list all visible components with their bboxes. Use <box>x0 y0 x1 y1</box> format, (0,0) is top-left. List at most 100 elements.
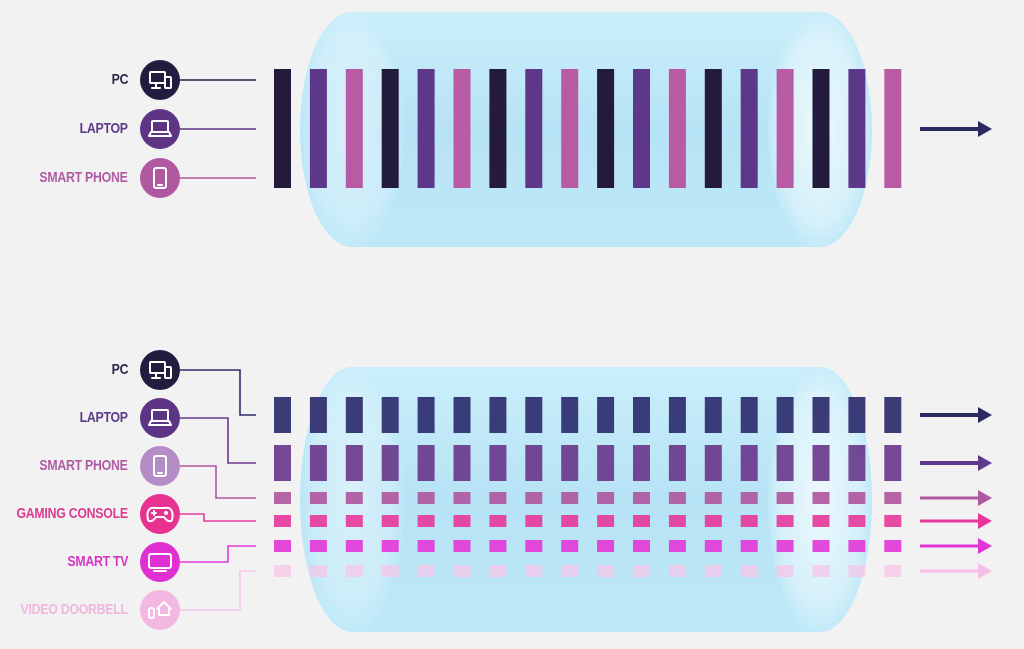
stream-packet <box>597 565 615 577</box>
packet-bar <box>704 69 722 188</box>
stream-packet <box>489 397 507 433</box>
bottom-device-5 <box>140 590 180 630</box>
stream-packet <box>812 515 830 527</box>
packet-bar <box>668 69 686 188</box>
stream-packet <box>740 540 758 552</box>
stream-packet <box>633 565 650 577</box>
stream-packet <box>812 397 830 433</box>
stream-packet <box>884 565 902 577</box>
stream-packet <box>884 515 902 527</box>
stream-packet <box>274 540 291 552</box>
television-icon <box>148 553 172 572</box>
stream-packet <box>309 565 327 577</box>
stream-packet <box>633 540 650 552</box>
stream-packet <box>489 515 507 527</box>
stream-packet <box>381 445 399 481</box>
bottom-connector-line <box>180 417 256 464</box>
stream-output-arrow-head <box>978 563 992 579</box>
bottom-device-0 <box>140 350 180 390</box>
stream-packet <box>453 492 471 504</box>
stream-packet <box>704 565 722 577</box>
stream-packet <box>740 445 758 481</box>
stream-packet <box>740 492 758 504</box>
stream-packet <box>345 565 363 577</box>
stream-output-arrow <box>920 490 992 506</box>
doorbell-icon-part <box>148 607 155 619</box>
bottom-device-label: PC <box>111 361 128 378</box>
bottom-connector-line <box>180 369 256 416</box>
stream-packet <box>381 540 399 552</box>
laptop-icon <box>148 120 172 137</box>
bottom-connector-line <box>180 513 256 522</box>
stream-packet <box>453 565 471 577</box>
stream-packet <box>381 565 399 577</box>
stream-packet <box>740 515 758 527</box>
stream-output-arrow <box>920 538 992 554</box>
bottom-device-circle <box>140 542 180 582</box>
stream-packet <box>417 565 435 577</box>
stream-packet <box>453 445 471 481</box>
stream-packet <box>417 445 435 481</box>
bottom-connector-line <box>180 465 256 499</box>
packet-bar <box>345 69 363 188</box>
top-device-label: SMART PHONE <box>39 169 128 186</box>
stream-packet <box>668 397 686 433</box>
stream-output-arrow <box>920 513 992 529</box>
top-device-label: PC <box>111 71 128 88</box>
top-device-1 <box>140 109 180 149</box>
gamepad-icon <box>146 506 174 523</box>
gamepad-icon-part <box>146 506 174 523</box>
stream-packet <box>633 492 650 504</box>
laptop-icon-part <box>148 131 172 137</box>
stream-packet <box>309 445 327 481</box>
stream-packet <box>633 445 650 481</box>
stream-packet <box>884 397 902 433</box>
television-icon-part <box>148 553 172 569</box>
stream-packet <box>525 492 543 504</box>
doorbell-icon <box>148 601 172 619</box>
bottom-device-circle <box>140 350 180 390</box>
stream-packet <box>704 397 722 433</box>
packet-bar <box>597 69 615 188</box>
stream-packet <box>345 540 363 552</box>
stream-packet <box>309 540 327 552</box>
stream-packet <box>776 445 794 481</box>
stream-packet <box>597 540 615 552</box>
stream-packet <box>381 515 399 527</box>
stream-output-arrow-head <box>978 407 992 423</box>
bottom-device-circle <box>140 446 180 486</box>
stream-packet <box>309 492 327 504</box>
stream-packet <box>453 397 471 433</box>
packet-bar <box>274 69 291 188</box>
stream-packet <box>489 492 507 504</box>
desktop-monitor-icon-part <box>164 76 172 89</box>
stream-packet <box>848 565 866 577</box>
stream-packet <box>345 445 363 481</box>
stream-packet <box>776 515 794 527</box>
stream-packet <box>740 397 758 433</box>
doorbell-icon-part <box>156 601 172 616</box>
stream-packet <box>274 515 291 527</box>
top-device-2 <box>140 158 180 198</box>
gamepad-icon-part <box>164 511 168 515</box>
stream-packet <box>704 492 722 504</box>
stream-packet <box>525 445 543 481</box>
stream-packet <box>417 492 435 504</box>
packet-bar <box>525 69 543 188</box>
stream-packet <box>525 540 543 552</box>
top-device-circle <box>140 158 180 198</box>
stream-packet <box>668 445 686 481</box>
top-device-label: LAPTOP <box>79 120 128 137</box>
stream-packet <box>417 515 435 527</box>
stream-packet <box>848 492 866 504</box>
stream-packet <box>740 565 758 577</box>
stream-output-arrow <box>920 407 992 423</box>
stream-packet <box>453 515 471 527</box>
laptop-icon-part <box>148 420 172 426</box>
packet-bar <box>381 69 399 188</box>
stream-packet <box>525 565 543 577</box>
stream-packet <box>633 397 650 433</box>
stream-packet <box>274 565 291 577</box>
